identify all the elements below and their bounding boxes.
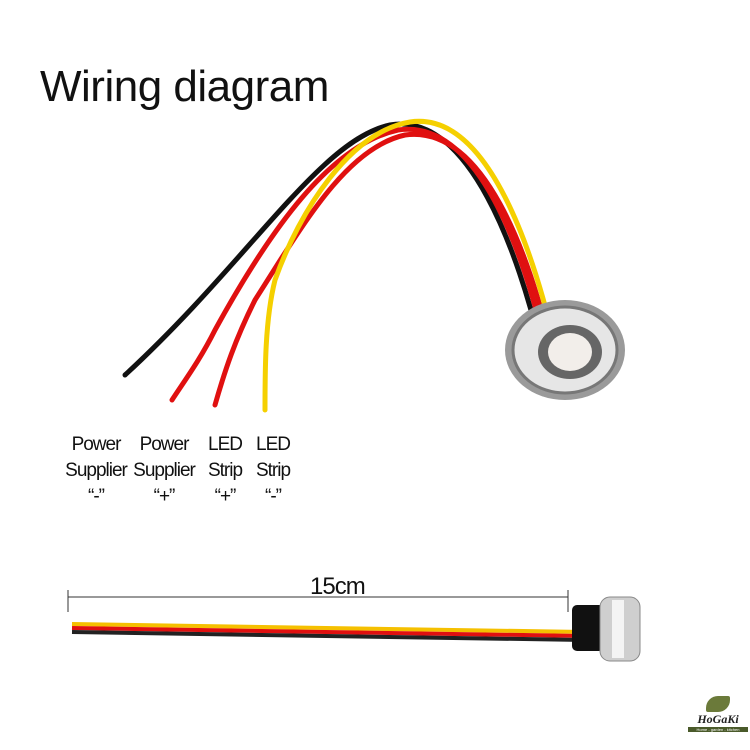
label-line: Strip <box>207 460 243 481</box>
label-line: “+” <box>153 486 176 507</box>
label-line: LED <box>256 434 291 455</box>
label-line: Supplier <box>133 460 196 481</box>
label-line: “-” <box>88 486 105 507</box>
label-line: “-” <box>265 486 282 507</box>
wire-yellow <box>262 118 558 413</box>
wire-label-led-negative: LED Strip “-” <box>250 432 296 510</box>
wire-label-power-negative: Power Supplier “-” <box>62 432 130 510</box>
wire-label-led-positive: LED Strip “+” <box>202 432 248 510</box>
logo-tagline: Home - garden - kitchen <box>688 727 748 732</box>
wire-red-1 <box>169 126 548 403</box>
label-line: Power <box>139 434 190 455</box>
wire-bundle-top <box>122 118 558 413</box>
wire-black <box>122 121 543 378</box>
dimension-line <box>67 590 569 612</box>
label-line: Power <box>71 434 122 455</box>
label-line: LED <box>208 434 243 455</box>
sensor-ring-top <box>505 300 625 400</box>
logo-name: HoGaKi <box>697 712 739 726</box>
label-line: Supplier <box>65 460 128 481</box>
brand-logo: HoGaKi Home - garden - kitchen <box>688 696 748 732</box>
page-title: Wiring diagram <box>40 62 329 111</box>
cable-side-view <box>71 596 641 662</box>
dimension-label: 15cm <box>310 573 366 600</box>
house-leaf-icon <box>706 696 730 712</box>
label-line: Strip <box>255 460 291 481</box>
wire-label-power-positive: Power Supplier “+” <box>130 432 198 510</box>
label-line: “+” <box>214 486 237 507</box>
wire-red-2 <box>212 131 553 408</box>
